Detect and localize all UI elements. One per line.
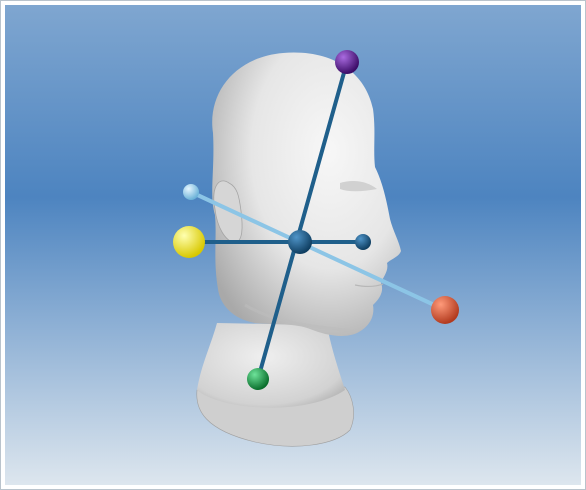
3d-viewport	[5, 5, 581, 485]
purple-sphere-handle-icon[interactable]	[335, 50, 359, 74]
green-sphere-handle-icon[interactable]	[247, 368, 269, 390]
scene-canvas	[5, 5, 581, 485]
yellow-sphere-handle-icon[interactable]	[173, 226, 205, 258]
light-blue-sphere-handle-icon[interactable]	[183, 184, 199, 200]
orange-sphere-handle-icon[interactable]	[431, 296, 459, 324]
axis-pivot-icon[interactable]	[288, 230, 312, 254]
blue-sphere-handle-icon[interactable]	[355, 234, 371, 250]
